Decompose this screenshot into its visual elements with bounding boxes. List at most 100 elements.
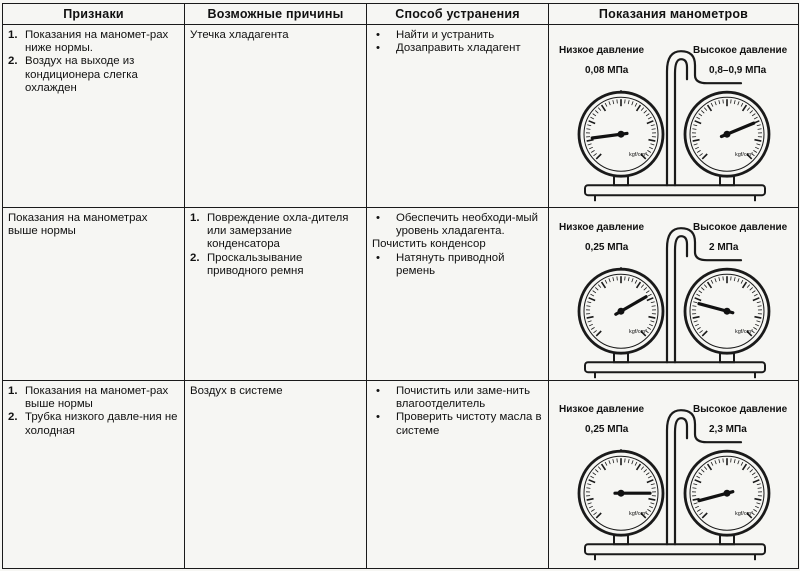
gauge-tick bbox=[692, 128, 697, 130]
item-text: Трубка низкого давле-ния не холодная bbox=[25, 411, 178, 437]
gauge-tick bbox=[756, 483, 761, 486]
gauge-tick bbox=[645, 472, 650, 476]
gauge-tick bbox=[746, 107, 751, 111]
gauge-tick bbox=[604, 279, 608, 284]
gauge-tick bbox=[589, 146, 594, 150]
symptoms-cell: 1.Показания на маномет-рах ниже нормы.2.… bbox=[2, 24, 185, 208]
remedies-cell: •Почистить или заме-нить влагоотделитель… bbox=[366, 380, 549, 569]
gauge-tick bbox=[692, 305, 697, 307]
gauge-tick bbox=[586, 128, 591, 130]
gauge-tick bbox=[645, 113, 650, 117]
gauge-tick bbox=[587, 320, 592, 323]
gauge-tick bbox=[718, 459, 721, 464]
low-pressure-label: Низкое давление bbox=[559, 222, 645, 234]
gauge-tick bbox=[650, 301, 655, 304]
gauge-tick bbox=[588, 120, 596, 125]
gauge-tick bbox=[648, 505, 653, 509]
low-pressure-gauge-stem bbox=[613, 352, 629, 364]
gauge-tick bbox=[600, 463, 607, 471]
high-pressure-gauge-pivot bbox=[723, 130, 731, 138]
gauge-tick bbox=[647, 150, 652, 153]
item-text: Обеспечить необходи-мый уровень хладаген… bbox=[396, 212, 538, 238]
gauge-tick bbox=[753, 150, 758, 153]
item-text: Почистить конденсор bbox=[372, 238, 486, 251]
gauge-tick bbox=[612, 459, 615, 464]
high-pressure-gauge-face bbox=[689, 455, 765, 531]
item-number: 1. bbox=[190, 212, 200, 224]
gauge-tick bbox=[756, 124, 761, 127]
gauge-tick bbox=[648, 497, 656, 501]
gauge-tick bbox=[693, 124, 698, 127]
gauge-tick bbox=[696, 509, 701, 512]
gauge-tick bbox=[587, 483, 592, 486]
gauge-tick bbox=[703, 107, 708, 111]
low-pressure-label: Низкое давление bbox=[559, 45, 645, 57]
gauge-tick bbox=[714, 101, 717, 106]
gauge-tick bbox=[740, 279, 744, 284]
low-pressure-gauge-pivot bbox=[617, 307, 625, 315]
bullet-marker: • bbox=[376, 29, 380, 41]
gauge-tick bbox=[749, 110, 753, 114]
gauge-tick bbox=[635, 463, 642, 471]
gauge-tick bbox=[706, 104, 713, 112]
gauge-tick bbox=[701, 153, 708, 160]
gauge-tick bbox=[749, 469, 753, 473]
gauge-tick bbox=[740, 461, 744, 466]
gauge-tick bbox=[645, 512, 649, 516]
gauge-tick bbox=[751, 512, 755, 516]
gauge-tick bbox=[756, 143, 761, 146]
high-pressure-label: Высокое давление bbox=[693, 45, 788, 57]
low-pressure-gauge-pivot bbox=[617, 130, 625, 138]
high-pressure-value: 2 МПа bbox=[709, 242, 739, 254]
gauge-tick bbox=[699, 153, 703, 157]
gauge-tick bbox=[754, 497, 762, 501]
remedies-cell: •Найти и устранить•Дозаправить хладагент bbox=[366, 24, 549, 208]
high-pressure-gauge-stem bbox=[719, 175, 735, 187]
item-text: Показания на манометрах выше нормы bbox=[8, 212, 148, 238]
item-text: Повреждение охла-дителя или замерзание к… bbox=[207, 212, 349, 251]
gauge-tick bbox=[694, 297, 702, 302]
gauge-tick bbox=[635, 281, 642, 289]
item-text: Натянуть приводной ремень bbox=[396, 251, 505, 277]
gauge-tick bbox=[693, 143, 698, 146]
gauge-tick bbox=[640, 153, 647, 160]
gauge-unit-label: kgf/cm² bbox=[629, 152, 647, 158]
gauge-tick bbox=[646, 120, 654, 125]
gauge-tick bbox=[703, 284, 708, 288]
gauge-tick bbox=[647, 116, 652, 120]
gauge-tick bbox=[650, 502, 655, 505]
gauge-tick bbox=[608, 460, 611, 465]
header-causes: Возможные причины bbox=[184, 3, 367, 25]
gauge-tick bbox=[631, 460, 634, 465]
gauge-tick bbox=[737, 460, 740, 465]
gauge-tick bbox=[714, 278, 717, 283]
gauge-tick bbox=[592, 290, 597, 294]
gauge-tick bbox=[586, 315, 594, 319]
gauge-unit-label: kgf/cm² bbox=[629, 329, 647, 335]
gauge-tick bbox=[608, 278, 611, 283]
low-pressure-gauge-face bbox=[583, 455, 659, 531]
gauge-tick bbox=[586, 305, 591, 307]
gauge-tick bbox=[746, 330, 753, 337]
gauge-tick bbox=[696, 475, 701, 479]
gauge-tick bbox=[751, 472, 756, 476]
table-header-row: Признаки Возможные причины Способ устран… bbox=[2, 3, 799, 25]
gauge-tick bbox=[590, 150, 595, 153]
gauge-tick bbox=[640, 107, 645, 111]
gauge-tick bbox=[604, 102, 608, 107]
gauge-tick bbox=[593, 512, 597, 516]
gauge-tick bbox=[645, 153, 649, 157]
gauge-tick bbox=[608, 101, 611, 106]
gauge-tick bbox=[600, 104, 607, 112]
gauge-tick bbox=[593, 330, 597, 334]
gauge-tick bbox=[694, 120, 702, 125]
gauge-tick bbox=[640, 330, 647, 337]
low-pressure-value: 0,08 МПа bbox=[585, 65, 629, 77]
gauge-tick bbox=[597, 107, 602, 111]
gauge-tick bbox=[741, 463, 748, 471]
low-pressure-value: 0,25 МПа bbox=[585, 242, 629, 254]
gauge-unit-label: kgf/cm² bbox=[629, 511, 647, 517]
gauge-tick bbox=[590, 293, 595, 297]
gauge-tick bbox=[710, 461, 714, 466]
